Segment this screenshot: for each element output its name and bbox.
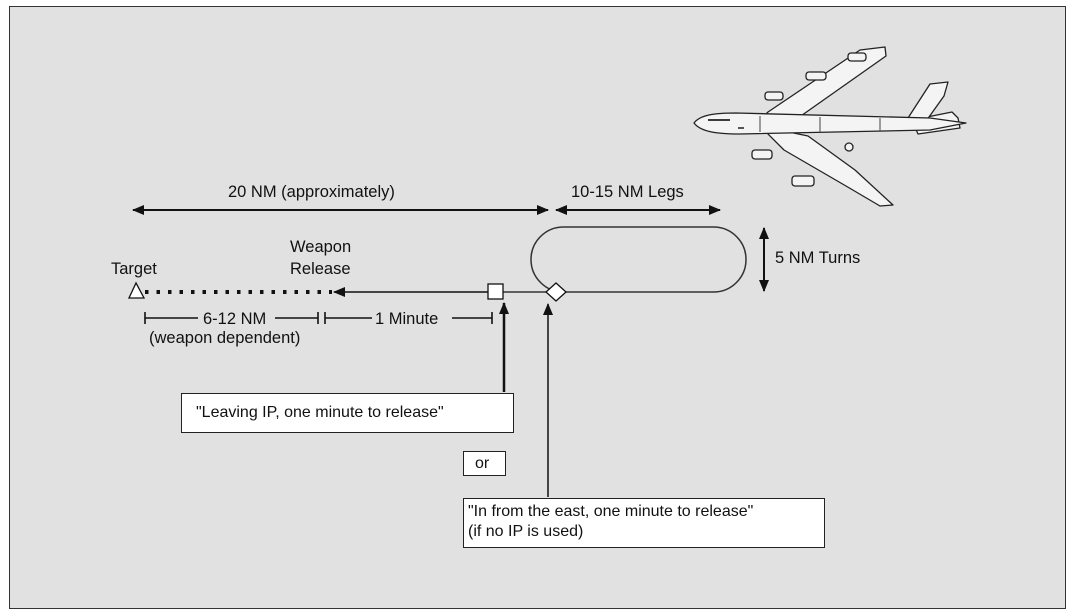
weapon-release-label-line1: Weapon [290,238,352,256]
target-marker [127,281,146,299]
in-from-east-callout: "In from the east, one minute to release… [463,498,825,548]
distance-total-label: 20 NM (approximately) [228,183,395,201]
legs-label: 10-15 NM Legs [571,183,684,201]
racetrack-pattern [530,226,747,293]
in-from-east-text-line2: (if no IP is used) [468,523,584,540]
turns-label: 5 NM Turns [775,249,861,267]
leaving-ip-text: "Leaving IP, one minute to release" [196,404,444,421]
in-from-east-text-line1: "In from the east, one minute to release… [468,503,754,520]
aircraft-illustration [693,46,967,207]
leaving-ip-callout: "Leaving IP, one minute to release" [181,393,514,433]
turn-point-marker [545,282,567,302]
one-minute-label: 1 Minute [375,310,439,328]
target-label: Target [111,260,157,278]
ip-marker [487,283,504,300]
release-range-note: (weapon dependent) [149,329,301,347]
weapon-release-label-line2: Release [290,260,351,278]
or-label: or [475,455,490,472]
release-range-label: 6-12 NM [203,310,267,328]
or-box: or [463,451,506,476]
release-range-dimension [144,312,493,324]
